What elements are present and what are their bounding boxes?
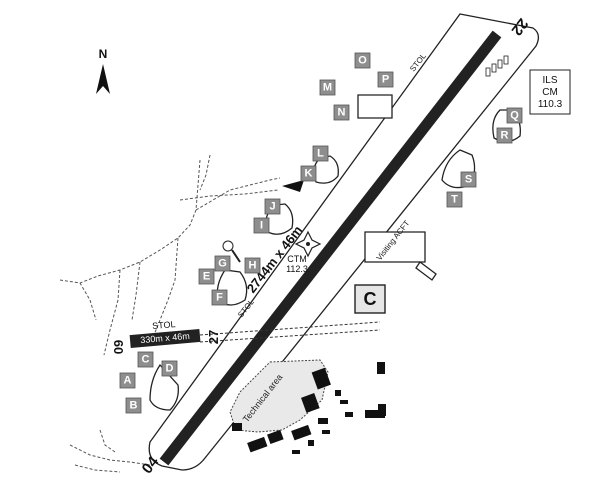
- stand-q: Q: [510, 110, 519, 122]
- stand-h: H: [249, 260, 257, 272]
- stand-l: L: [317, 148, 324, 160]
- ctm-name: CTM: [287, 254, 307, 264]
- stand-g: G: [218, 258, 227, 270]
- stand-e: E: [203, 271, 210, 283]
- stol-runway: 330m x 46m STOL 09 27: [111, 319, 381, 354]
- main-runway: [159, 30, 502, 466]
- ctm-freq: 112.3: [286, 264, 308, 274]
- stand-m: M: [323, 82, 332, 94]
- stand-i: I: [260, 220, 263, 232]
- runway-22-markers: [485, 55, 509, 77]
- technical-area: Technical area: [229, 359, 386, 454]
- stol-runway-dimensions: 330m x 46m: [140, 331, 190, 345]
- stand-markers: A B C D E F G H I J K L M N O P Q R S T: [119, 52, 523, 414]
- dashed-tracks: [59, 154, 281, 473]
- stand-r: R: [501, 130, 509, 142]
- windsock-icon: [282, 180, 304, 192]
- ctm-vor: CTM 112.3: [286, 230, 322, 274]
- north-label: N: [99, 47, 108, 61]
- zone-c: C: [354, 284, 386, 314]
- stand-t: T: [451, 194, 458, 206]
- ils-line1: ILS: [542, 75, 557, 86]
- stand-b: B: [130, 400, 138, 412]
- stand-s: S: [465, 174, 472, 186]
- ils-box: ILS CM 110.3: [529, 69, 571, 115]
- stand-p: P: [382, 74, 389, 86]
- north-arrow-icon: N: [96, 47, 110, 94]
- stand-d: D: [166, 363, 174, 375]
- ils-line2: CM: [542, 87, 558, 98]
- stol-runway-end-west: 09: [111, 340, 126, 354]
- main-runway-end-22: 22: [508, 15, 532, 39]
- stand-f: F: [216, 292, 223, 304]
- ils-line3: 110.3: [538, 99, 563, 110]
- stand-j: J: [269, 201, 275, 213]
- stand-n: N: [338, 107, 346, 119]
- stol-runway-end-east: 27: [206, 330, 221, 344]
- stand-a: A: [124, 375, 132, 387]
- stol-runway-label: STOL: [152, 319, 176, 331]
- stand-o: O: [358, 55, 367, 67]
- zone-c-label: C: [364, 289, 377, 309]
- stand-k: K: [305, 168, 313, 180]
- stand-c: C: [142, 354, 150, 366]
